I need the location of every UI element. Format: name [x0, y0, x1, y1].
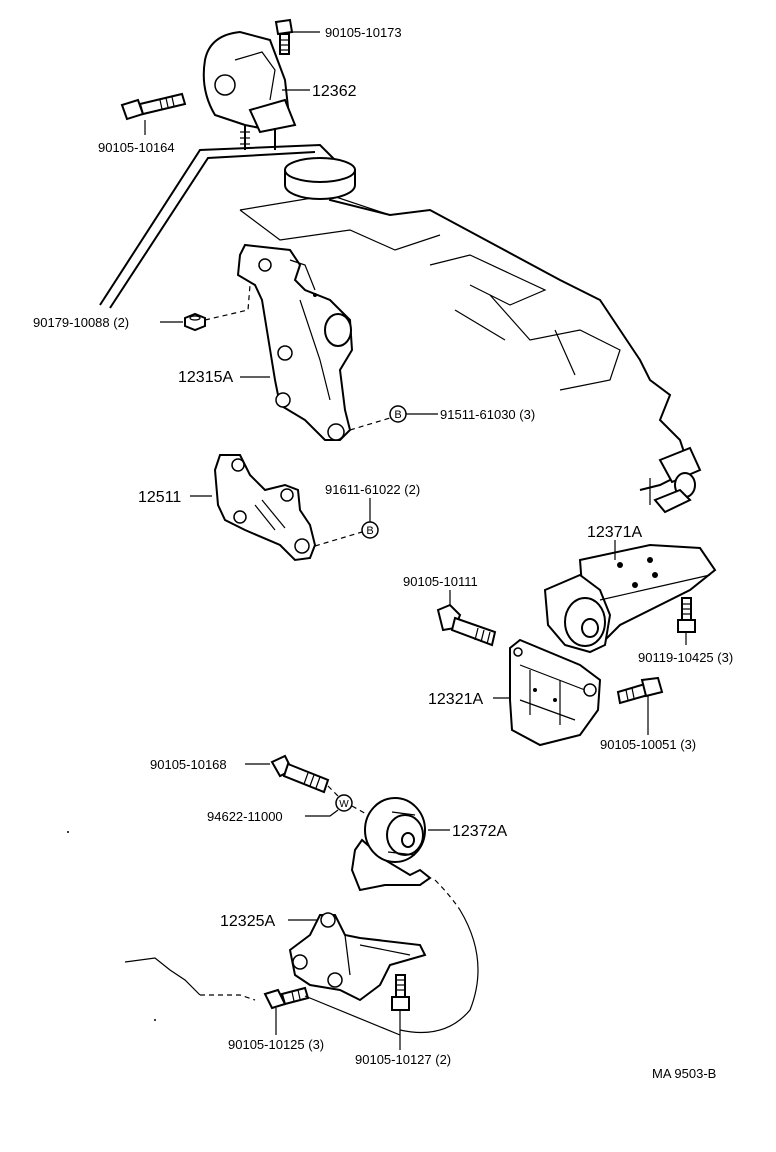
label-12372A: 12372A — [452, 823, 507, 840]
label-94622-11000: 94622-11000 — [207, 809, 283, 824]
bolt-90105-10168[interactable] — [270, 754, 330, 794]
nut-90179-10088[interactable] — [184, 312, 206, 332]
bolt-b-symbol-text: B — [394, 409, 401, 421]
label-90179-10088: 90179-10088 (2) — [33, 315, 129, 330]
bolt-symbol-b-91511[interactable]: B — [389, 405, 407, 423]
label-90105-10125: 90105-10125 (3) — [228, 1037, 324, 1052]
part-12321A-bracket[interactable] — [509, 638, 602, 747]
label-90105-10127: 90105-10127 (2) — [355, 1052, 451, 1067]
bolt-90105-10051[interactable] — [616, 676, 664, 705]
footer-code: MA 9503-B — [652, 1066, 716, 1081]
label-12371A: 12371A — [587, 524, 642, 541]
bolt-b-symbol-text-2: B — [366, 525, 373, 537]
label-90105-10051: 90105-10051 (3) — [600, 737, 696, 752]
label-90105-10111: 90105-10111 — [403, 574, 478, 589]
label-90119-10425: 90119-10425 (3) — [638, 650, 733, 665]
bolt-90105-10173[interactable] — [274, 18, 294, 55]
label-91511-61030: 91511-61030 (3) — [440, 407, 535, 422]
bolt-90105-10127[interactable] — [391, 974, 410, 1011]
labels: 90105-10173 12362 90105-10164 90179-1008… — [33, 25, 733, 1081]
washer-symbol-w-94622[interactable]: W — [335, 794, 353, 812]
label-90105-10168: 90105-10168 — [150, 757, 227, 772]
engine-block — [99, 143, 702, 514]
part-12315A-bracket[interactable] — [236, 243, 354, 441]
bolt-90105-10125[interactable] — [263, 986, 310, 1010]
part-12362-top-mount[interactable] — [202, 30, 297, 150]
bolt-90119-10425[interactable] — [677, 597, 696, 633]
bolt-90105-10111[interactable] — [436, 603, 497, 647]
label-12315A: 12315A — [178, 369, 233, 386]
part-12371A-mount[interactable] — [543, 543, 717, 654]
label-12362: 12362 — [312, 83, 357, 100]
label-91611-61022: 91611-61022 (2) — [325, 482, 420, 497]
bolt-90105-10164[interactable] — [120, 92, 187, 121]
label-12321A: 12321A — [428, 691, 483, 708]
label-90105-10164: 90105-10164 — [98, 140, 175, 155]
part-12325A-bracket[interactable] — [288, 912, 427, 1002]
bolt-symbol-b-91611[interactable]: B — [361, 521, 379, 539]
label-12325A: 12325A — [220, 913, 275, 930]
part-12511-bracket[interactable] — [213, 454, 317, 562]
washer-w-symbol-text: W — [339, 799, 349, 810]
label-90105-10173: 90105-10173 — [325, 25, 402, 40]
part-12372A-mount[interactable] — [350, 797, 432, 892]
label-12511: 12511 — [138, 489, 181, 506]
